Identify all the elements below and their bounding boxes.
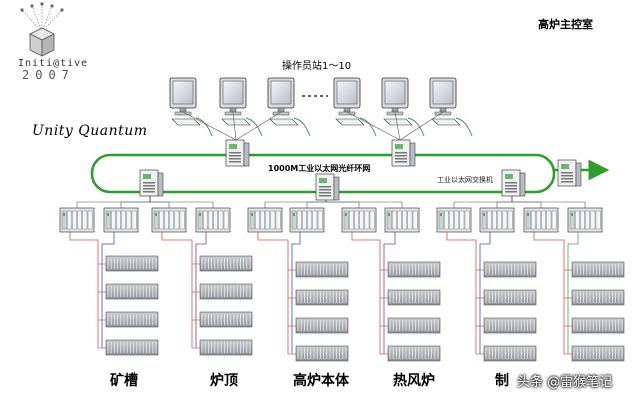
- plc-uplink: [264, 200, 327, 208]
- plc-uplink: [120, 196, 151, 208]
- io-rack-icon: [199, 311, 253, 328]
- system-name-label: Unity Quantum: [32, 123, 148, 139]
- plc-rack-icon: [59, 207, 95, 233]
- io-rack-icon: [483, 261, 537, 278]
- monitor-icon: [267, 77, 311, 137]
- plc-rack-icon: [523, 207, 559, 233]
- plc-rack-icon: [289, 207, 325, 233]
- io-rack-icon: [571, 261, 625, 278]
- plc-uplink: [496, 196, 513, 208]
- io-trunk-line: [257, 232, 289, 354]
- plc-uplink: [149, 196, 214, 208]
- plc-uplink: [325, 200, 360, 208]
- io-trunk-line: [567, 232, 579, 354]
- ethernet-switch-icon: [315, 173, 340, 201]
- section-label-furnace-body: 高炉本体: [293, 373, 349, 389]
- section-label-ore-bin: 矿槽: [110, 373, 138, 389]
- section-label-hot-blast-stove: 热风炉: [393, 373, 435, 389]
- section-label-fifth: 制: [495, 373, 509, 389]
- monitor-icon: [381, 77, 425, 137]
- switch-label: 工业以太网交换机: [437, 176, 493, 184]
- io-rack-icon: [199, 339, 253, 356]
- page-title: 高炉主控室: [538, 18, 593, 31]
- ethernet-switch-icon: [501, 169, 526, 197]
- io-rack-icon: [199, 255, 253, 272]
- io-rack-icon: [387, 317, 441, 334]
- plc-rack-icon: [195, 207, 231, 233]
- plc-rack-icon: [479, 207, 515, 233]
- io-rack-icon: [105, 283, 159, 300]
- station-link: [399, 111, 444, 141]
- plc-rack-icon: [341, 207, 377, 233]
- io-trunk-line: [161, 232, 193, 348]
- io-trunk-line: [533, 232, 565, 354]
- io-rack-icon: [105, 339, 159, 356]
- station-link: [346, 111, 401, 141]
- monitor-icon: [169, 77, 213, 137]
- io-rack-icon: [387, 345, 441, 362]
- io-rack-icon: [387, 261, 441, 278]
- io-rack-icon: [483, 289, 537, 306]
- plc-rack-icon: [151, 207, 187, 233]
- logo-year-text: 2007: [22, 68, 75, 82]
- io-rack-icon: [571, 289, 625, 306]
- io-rack-icon: [483, 345, 537, 362]
- io-rack-icon: [295, 317, 349, 334]
- ethernet-switch-icon: [225, 139, 250, 167]
- io-trunk-line: [195, 232, 207, 348]
- plc-rack-icon: [384, 207, 420, 233]
- io-trunk-line: [101, 232, 115, 348]
- station-link: [232, 111, 237, 141]
- plc-rack-icon: [436, 207, 472, 233]
- monitor-icon: [219, 77, 263, 137]
- io-rack-icon: [571, 345, 625, 362]
- io-rack-icon: [295, 289, 349, 306]
- io-rack-icon: [105, 255, 159, 272]
- plc-rack-icon: [103, 207, 139, 233]
- station-link: [235, 111, 282, 141]
- io-rack-icon: [483, 317, 537, 334]
- io-trunk-line: [446, 232, 477, 354]
- ethernet-switch-icon: [391, 139, 416, 167]
- station-link: [394, 111, 401, 141]
- plc-uplink: [325, 200, 403, 208]
- io-rack-icon: [295, 261, 349, 278]
- ethernet-switch-icon: [139, 169, 164, 197]
- operator-stations-label: 操作员站1～10: [282, 61, 352, 72]
- io-rack-icon: [105, 311, 159, 328]
- io-trunk-line: [351, 232, 381, 354]
- plc-uplink: [511, 196, 586, 208]
- logo-brand-text: Initi@tive: [18, 58, 89, 69]
- ethernet-switch-icon: [557, 159, 582, 187]
- io-trunk-line: [383, 232, 396, 354]
- io-rack-icon: [295, 345, 349, 362]
- io-trunk-line: [479, 232, 491, 354]
- io-rack-icon: [199, 283, 253, 300]
- io-rack-icon: [387, 289, 441, 306]
- io-trunk-line: [291, 232, 301, 354]
- plc-rack-icon: [247, 207, 283, 233]
- io-rack-icon: [571, 317, 625, 334]
- plc-uplink: [306, 200, 327, 208]
- station-link: [182, 111, 237, 141]
- ring-network-label: 1000M工业以太网光纤环网: [268, 164, 371, 173]
- plc-rack-icon: [567, 207, 603, 233]
- io-trunk-line: [69, 232, 99, 348]
- watermark: 头条 @雷猴笔记: [517, 375, 613, 390]
- monitor-icon: [429, 77, 473, 137]
- section-label-furnace-top: 炉顶: [210, 373, 238, 389]
- logo-icon: [20, 2, 64, 57]
- monitor-icon: [333, 77, 377, 137]
